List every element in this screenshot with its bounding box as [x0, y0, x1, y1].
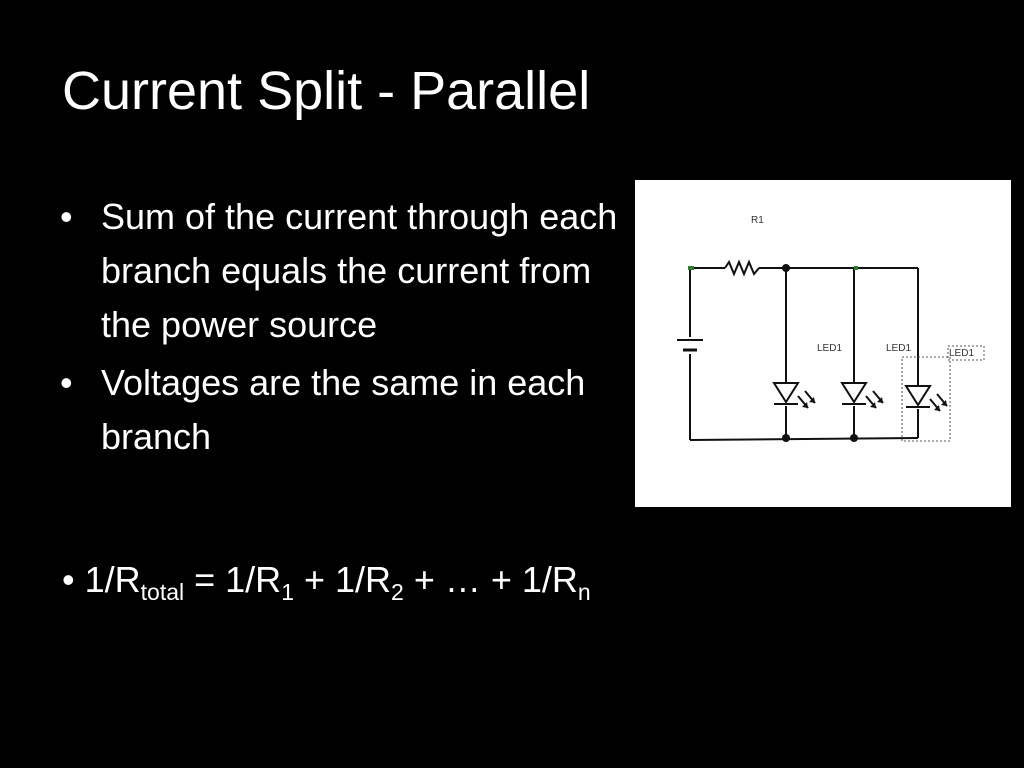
formula-plus-b: + … + 1/R [403, 559, 578, 600]
formula-lead: • 1/R [62, 559, 141, 600]
led-2-icon [840, 382, 884, 409]
led-3-icon [904, 385, 948, 412]
bullet-text: Voltages are the same in each branch [101, 362, 586, 457]
slide-title: Current Split - Parallel [62, 61, 591, 121]
bullet-dot: • [60, 362, 73, 403]
battery-icon [677, 339, 703, 352]
led-1-label: LED1 [817, 343, 842, 354]
node-accents [688, 266, 858, 270]
circuit-svg: R1 LED1 LED1 LED1 [677, 215, 985, 442]
led-1-icon [772, 382, 816, 409]
bullet-item: • Voltages are the same in each branch [58, 356, 618, 464]
bullet-dot: • [60, 196, 73, 237]
bullet-item: • Sum of the current through each branch… [58, 190, 618, 352]
formula-sub-total: total [140, 579, 185, 605]
formula-sub-n: n [577, 579, 591, 605]
junction-dots [782, 264, 858, 442]
circuit-wires [689, 259, 919, 441]
bullet-list: • Sum of the current through each branch… [58, 190, 618, 468]
selection-box [901, 345, 985, 442]
formula-plus-a: + 1/R [293, 559, 392, 600]
resistor-zigzag [724, 259, 760, 277]
formula-sub-2: 2 [391, 579, 404, 605]
led-3-label: LED1 [949, 348, 974, 359]
formula-eq: = 1/R [184, 559, 282, 600]
resistor-label: R1 [751, 215, 764, 226]
led-2-label: LED1 [886, 343, 911, 354]
wire-bottom [689, 437, 919, 441]
resistance-formula: • 1/Rtotal = 1/R1 + 1/R2 + … + 1/Rn [62, 553, 591, 607]
circuit-diagram: R1 LED1 LED1 LED1 [635, 180, 1011, 507]
bullet-text: Sum of the current through each branch e… [101, 196, 618, 345]
formula-sub-1: 1 [281, 579, 294, 605]
